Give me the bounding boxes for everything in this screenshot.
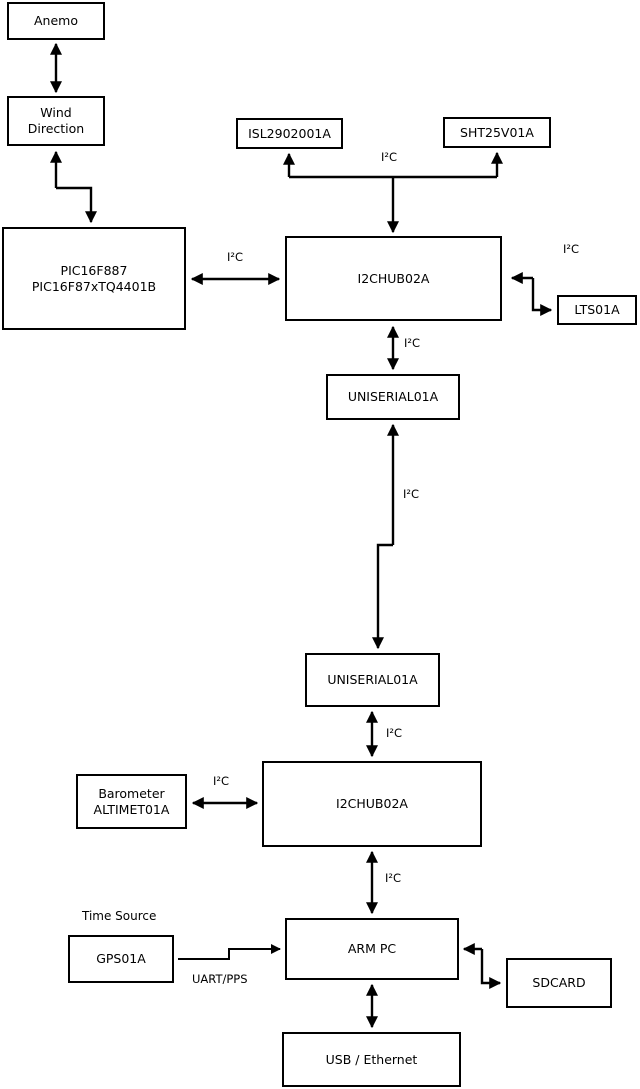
node-gps01a-label: GPS01A [96,951,146,966]
edge-label-hub-to-lts: I²C [563,242,580,256]
edge-label-gps-uart-pps: UART/PPS [192,972,248,986]
node-sht25v01a-label: SHT25V01A [460,124,534,140]
node-barometer-altimet01a-label: Barometer ALTIMET01A [93,785,170,817]
node-lts01a[interactable]: LTS01A [557,295,637,325]
label-time-source: Time Source [82,909,157,923]
node-pic-mcu-label: PIC16F887 PIC16F87xTQ4401B [31,262,157,294]
node-anemo[interactable]: Anemo [7,2,105,40]
node-sdcard[interactable]: SDCARD [506,958,612,1008]
edge-label-barometer-to-hub: I²C [213,774,230,788]
edge-label-hub-bottom-to-armpc: I²C [385,871,402,885]
node-isl2902001a-label: ISL2902001A [248,125,331,141]
edge-gps-armpc [178,944,281,960]
node-arm-pc[interactable]: ARM PC [285,918,459,980]
edge-hub-lts-jog [531,278,553,316]
node-isl2902001a[interactable]: ISL2902001A [236,118,343,149]
edge-label-sensor-bus: I²C [381,150,398,164]
edge-label-uniserial-link: I²C [403,487,420,501]
node-uniserial01a-bottom-label: UNISERIAL01A [327,672,418,687]
node-i2chub02a-top-label: I2CHUB02A [357,270,430,286]
node-i2chub02a-bottom-label: I2CHUB02A [336,796,408,811]
node-uniserial01a-bottom[interactable]: UNISERIAL01A [305,653,440,707]
node-wind-direction[interactable]: Wind Direction [7,96,105,146]
edge-label-uniserial-to-hub-bottom: I²C [386,726,403,740]
node-anemo-label: Anemo [34,13,78,28]
edge-uniserial-jog [372,543,393,650]
node-i2chub02a-bottom[interactable]: I2CHUB02A [262,761,482,847]
edge-label-pic-to-hub: I²C [227,250,244,264]
node-lts01a-label: LTS01A [574,302,620,317]
node-usb-ethernet[interactable]: USB / Ethernet [282,1032,461,1087]
node-i2chub02a-top[interactable]: I2CHUB02A [285,236,502,321]
node-barometer-altimet01a[interactable]: Barometer ALTIMET01A [76,774,187,829]
edge-armpc-sdcard-jog [480,949,502,989]
node-usb-ethernet-label: USB / Ethernet [325,1051,418,1067]
edge-pic-wind-jog [56,186,97,224]
node-uniserial01a-top[interactable]: UNISERIAL01A [326,374,460,420]
node-pic-mcu[interactable]: PIC16F887 PIC16F87xTQ4401B [2,227,186,330]
node-sdcard-label: SDCARD [532,975,586,990]
node-gps01a[interactable]: GPS01A [68,935,174,983]
node-uniserial01a-top-label: UNISERIAL01A [347,389,439,404]
node-arm-pc-label: ARM PC [347,941,397,956]
edge-label-hub-to-uniserial: I²C [404,336,421,350]
node-sht25v01a[interactable]: SHT25V01A [443,117,551,148]
node-wind-direction-label: Wind Direction [27,105,85,136]
